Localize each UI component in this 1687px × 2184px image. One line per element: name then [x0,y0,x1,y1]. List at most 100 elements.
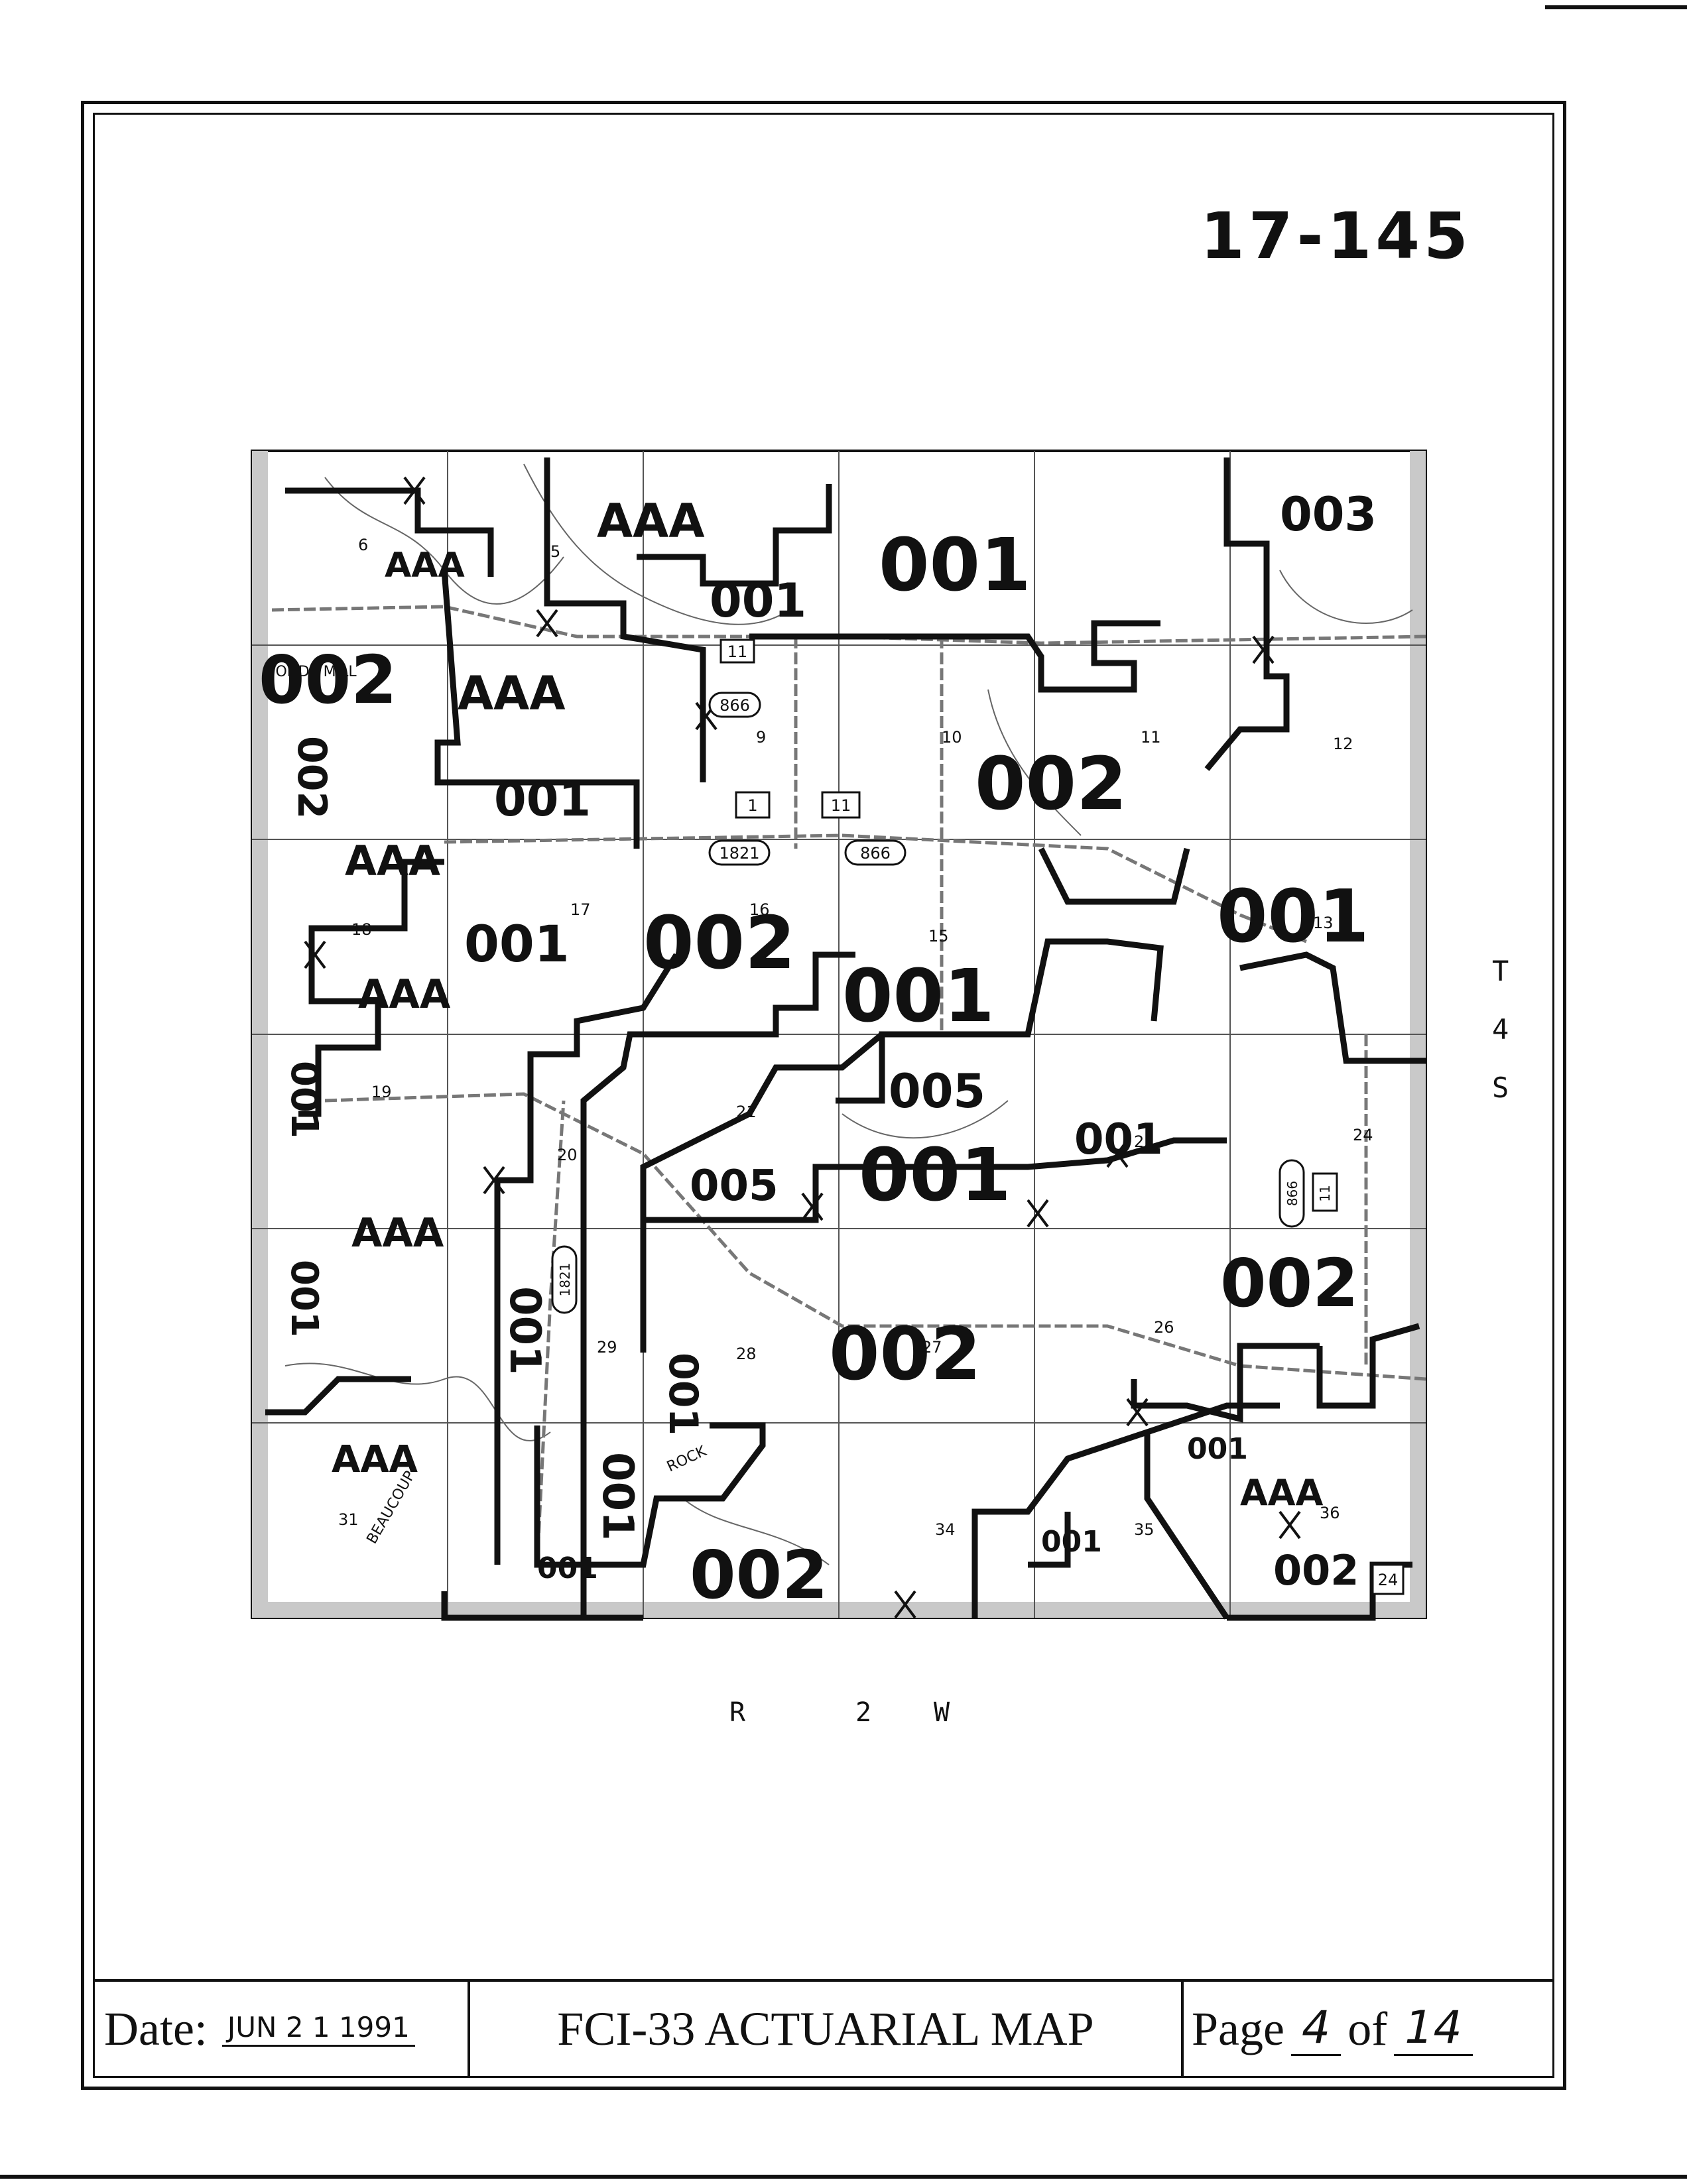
range-number: 2 [855,1697,872,1728]
place-label: ROCK [664,1443,710,1475]
township-letter-s: S [1492,1071,1509,1104]
route-shield: 11 [727,642,748,661]
date-cell: Date: JUN 2 1 1991 [95,1982,470,2076]
section-number: 13 [1313,914,1334,932]
top-right-scan-line [1545,5,1687,9]
zone-code: 001 [593,1452,642,1541]
section-number: 10 [942,728,962,747]
route-shield: 11 [831,796,851,815]
zone-code: 002 [690,1536,828,1614]
zone-code: 005 [889,1064,985,1119]
zone-code: 001 [494,772,591,827]
route-shield: 866 [860,844,891,863]
boundary-tick-marks [304,476,1301,1619]
zone-code: AAA [458,666,566,721]
section-number: 28 [736,1345,757,1363]
section-numbers: 6 5 10 11 12 9 16 17 18 15 13 19 20 21 2… [338,536,1373,1539]
zone-code: 001 [859,1132,1011,1217]
zone-code: AAA [332,1438,418,1481]
map-number: 17-145 [1200,199,1472,273]
zone-code: 001 [500,1286,549,1375]
zone-code: 002 [643,900,796,985]
zone-code: 002 [975,741,1127,826]
section-number: 31 [338,1510,359,1529]
section-number: 36 [1320,1504,1340,1522]
actuarial-map: 6 5 10 11 12 9 16 17 18 15 13 19 20 21 2… [251,450,1427,1621]
section-number: 20 [557,1146,578,1164]
page-number: 4 [1290,2002,1342,2056]
zone-code: 001 [464,914,570,973]
zone-code: AAA [358,971,451,1018]
section-number: 18 [351,920,372,939]
zone-code: AAA [351,1210,444,1256]
section-number: 12 [1333,735,1353,753]
zone-code: 003 [1280,487,1377,542]
zone-code: 001 [879,522,1031,607]
page-total: 14 [1394,2002,1473,2056]
route-shield: 866 [1284,1181,1300,1206]
zone-code: 001 [1041,1525,1102,1559]
zone-code: AAA [1240,1472,1324,1514]
zone-code: AAA [385,546,465,585]
zone-codes: AAA AAA 001 001 003 002 AAA 002 001 002 … [259,487,1377,1614]
section-number: 26 [1154,1318,1174,1337]
page-border-inner [93,113,1554,2078]
zone-code: 001 [537,1551,598,1585]
zone-code: 001 [710,574,806,628]
section-number: 17 [570,900,591,919]
section-number: 5 [550,542,560,561]
section-number: 16 [749,900,770,919]
section-number: 9 [756,728,766,747]
section-number: 27 [922,1338,942,1357]
zone-code: 001 [1187,1432,1248,1466]
zone-boundaries [265,457,1426,1621]
section-number: 21 [736,1103,757,1121]
zone-code: 001 [282,1061,326,1138]
zone-code: 001 [1074,1115,1163,1164]
section-number: 24 [1353,1126,1373,1144]
zone-code: AAA [345,837,440,885]
route-shield: 1821 [557,1263,573,1297]
section-number: 35 [1134,1520,1155,1539]
roads [271,605,1426,1565]
zone-code: 001 [282,1260,326,1337]
place-label: TODDS MILL [266,664,357,680]
zone-code: AAA [597,494,705,548]
range-letter-r: R [729,1697,746,1728]
page-cell: Page 4 of 14 [1184,1982,1552,2076]
route-shield: 1821 [719,844,759,863]
zone-code: 005 [690,1162,779,1211]
route-shields: 866 1821 866 1821 866 11 1 11 11 24 [551,638,1405,1595]
section-number: 34 [935,1520,956,1539]
township-letter-t: T [1492,955,1509,987]
section-number: 6 [358,536,368,554]
zone-code: 001 [1217,874,1369,959]
section-number: 19 [371,1083,392,1101]
section-grid [252,451,1426,1618]
zone-code: 001 [842,953,995,1038]
range-letter-w: W [934,1697,950,1728]
zone-code: 001 [660,1353,706,1435]
zone-code: 002 [1273,1546,1359,1595]
section-number: 23 [1134,1132,1155,1151]
date-stamp: JUN 2 1 1991 [221,2011,415,2047]
of-label: of [1347,2002,1388,2055]
bottom-scan-line [0,2175,1687,2179]
date-label: Date: [104,2002,208,2055]
map-title: FCI-33 ACTUARIAL MAP [557,2002,1094,2055]
zone-code: 002 [259,641,397,719]
zone-code: 002 [1220,1244,1359,1322]
route-shield: 24 [1378,1571,1399,1589]
page-label: Page [1192,2002,1284,2055]
township-number: 4 [1492,1013,1509,1046]
route-shield: 11 [1317,1185,1333,1201]
route-shield: 866 [719,696,750,715]
streams [284,463,1413,1565]
route-shield: 1 [747,796,757,815]
section-number: 29 [597,1338,617,1357]
title-cell: FCI-33 ACTUARIAL MAP [470,1982,1184,2076]
zone-code: 002 [288,736,335,819]
zone-code: 002 [829,1311,981,1396]
section-number: 15 [928,927,949,945]
title-block: Date: JUN 2 1 1991 FCI-33 ACTUARIAL MAP … [95,1979,1552,2076]
